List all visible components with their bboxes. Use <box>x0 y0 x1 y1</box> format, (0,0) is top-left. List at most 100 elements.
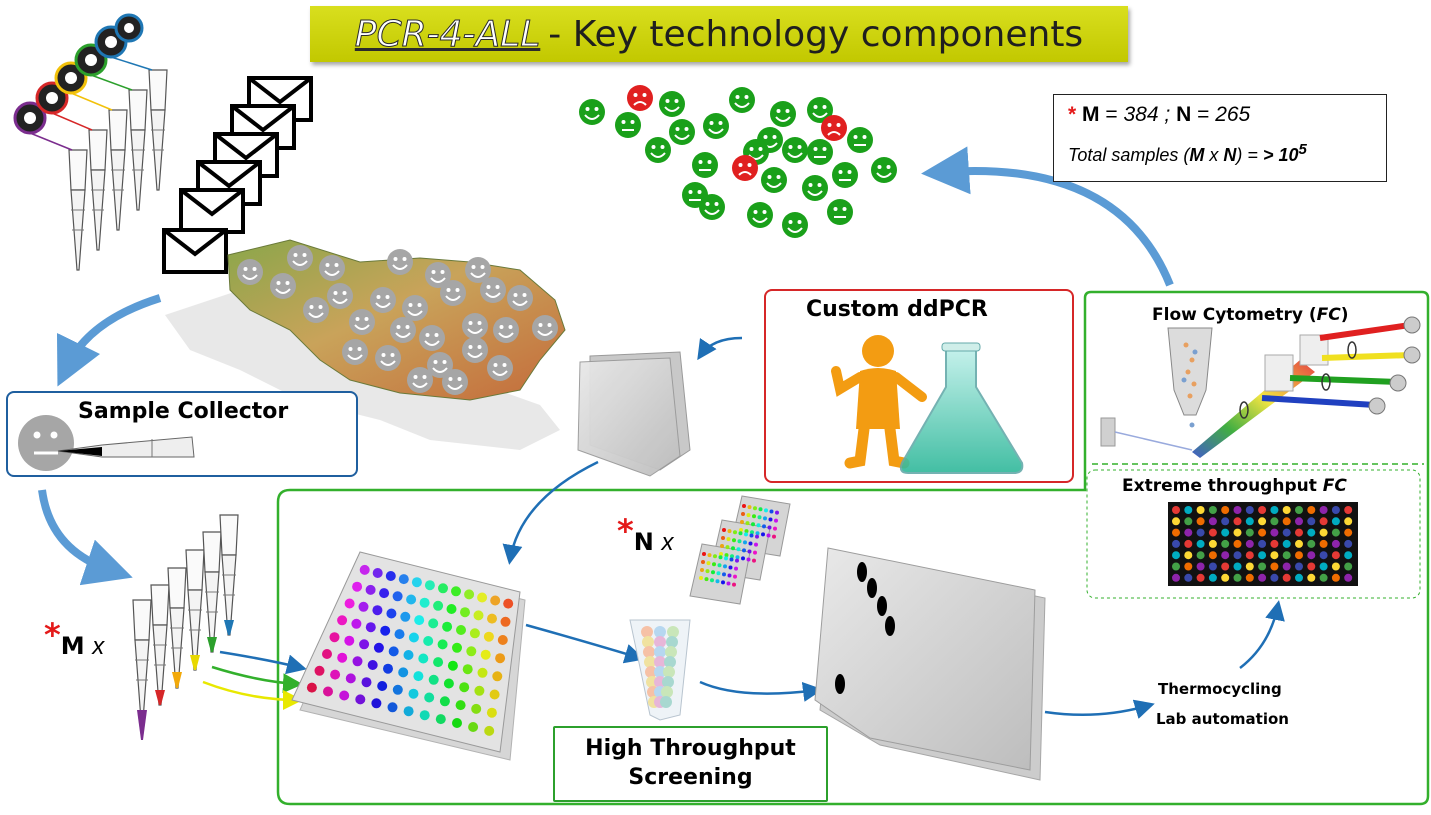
fc-signal-dot <box>1209 563 1217 571</box>
mini-plate-well <box>706 569 710 573</box>
total-prefix: Total samples ( <box>1068 145 1189 165</box>
plate-well <box>429 675 439 685</box>
plate-well <box>386 571 396 581</box>
fc-signal-dot <box>1209 540 1217 548</box>
plate-well <box>474 686 484 696</box>
plate-well <box>404 650 414 660</box>
mini-plate-well <box>720 544 724 548</box>
plate-well <box>393 591 403 601</box>
plate-well <box>495 653 505 663</box>
plate-well <box>353 656 363 666</box>
custom-ddpcr-label: Custom ddPCR <box>806 297 988 322</box>
plate-well <box>420 710 430 720</box>
fc-signal-dot <box>1332 563 1340 571</box>
n-plate-stack <box>690 496 790 604</box>
mini-plate-well <box>730 558 734 562</box>
fc-signal-dot <box>1258 551 1266 559</box>
fc-signal-dot <box>1344 529 1352 537</box>
mini-plate-well <box>707 561 711 565</box>
fc-signal-dot <box>1332 506 1340 514</box>
mini-plate-well <box>748 550 752 554</box>
sample-count-formula: * M = 384 ; N = 265 Total samples (M x N… <box>1053 94 1387 182</box>
plate-well <box>448 661 458 671</box>
fc-signal-dot <box>1332 517 1340 525</box>
fc-signal-dot <box>1283 517 1291 525</box>
mini-plate-well <box>747 558 751 562</box>
plate-well <box>463 664 473 674</box>
mini-plate-well <box>769 518 773 522</box>
fc-signal-dot <box>1332 529 1340 537</box>
fc-signal-dot <box>1209 574 1217 582</box>
flow-close-paren: ) <box>1341 305 1349 325</box>
mini-plate-well <box>701 560 705 564</box>
mini-plate-well <box>763 516 767 520</box>
fc-signal-dot <box>1270 506 1278 514</box>
mini-plate-well <box>728 529 732 533</box>
fc-signal-dot <box>1320 517 1328 525</box>
tested-population <box>579 85 897 238</box>
mini-plate-well <box>719 555 723 559</box>
mini-plate-well <box>773 527 777 531</box>
plate-well <box>477 593 487 603</box>
plate-well <box>470 628 480 638</box>
mini-plate-well <box>774 519 778 523</box>
thermocycling-label: Thermocycling <box>1158 680 1282 698</box>
plate-well <box>395 629 405 639</box>
plate-well <box>460 607 470 617</box>
plate-well <box>466 646 476 656</box>
fc-signal-dot <box>1197 529 1205 537</box>
arrow-plate-to-beads <box>526 625 640 658</box>
sample-collector-box: Sample Collector <box>6 391 358 477</box>
mini-plate-well <box>729 566 733 570</box>
mini-plate-well <box>770 510 774 514</box>
fc-signal-dot <box>1184 517 1192 525</box>
fc-signal-dot <box>1270 563 1278 571</box>
mini-plate-well <box>753 551 757 555</box>
fc-signal-dot <box>1172 540 1180 548</box>
plate-well <box>498 635 508 645</box>
plate-well <box>360 565 370 575</box>
ddpcr-plate-stack <box>578 352 690 476</box>
fc-signal-dot <box>1270 574 1278 582</box>
plate-well <box>487 708 497 718</box>
fc-signal-dot <box>1283 506 1291 514</box>
fc-signal-dot <box>1209 551 1217 559</box>
m-x: x <box>92 633 104 660</box>
mini-plate-well <box>727 582 731 586</box>
plate-well <box>352 582 362 592</box>
plate-well <box>368 660 378 670</box>
plate-well <box>379 588 389 598</box>
mini-plate-well <box>710 578 714 582</box>
mini-plate-well <box>734 567 738 571</box>
mini-plate-well <box>716 579 720 583</box>
mini-plate-well <box>762 524 766 528</box>
fc-signal-dot <box>1246 574 1254 582</box>
fc-signal-dot <box>1172 529 1180 537</box>
plate-well <box>337 615 347 625</box>
mini-plate-well <box>702 552 706 556</box>
plate-well <box>404 706 414 716</box>
fc-signal-dot <box>1258 517 1266 525</box>
plate-well <box>322 649 332 659</box>
mini-plate-well <box>718 563 722 567</box>
fc-signal-dot <box>1258 529 1266 537</box>
extreme-fc-abbrev: FC <box>1323 476 1347 496</box>
plate-well <box>371 698 381 708</box>
coded-pipette-tips <box>15 15 167 270</box>
arrow-tips-yellow <box>203 682 298 700</box>
mini-plate-well <box>713 554 717 558</box>
fc-signal-dot <box>1234 574 1242 582</box>
plate-well <box>413 671 423 681</box>
fc-signal-dot <box>1234 529 1242 537</box>
total-value-exponent: 5 <box>1299 141 1307 158</box>
formula-m-label: M <box>1082 103 1100 126</box>
hts-line1: High Throughput <box>555 736 826 761</box>
plate-well <box>366 585 376 595</box>
flow-cytometry-illustration <box>1101 317 1420 458</box>
plate-well <box>438 639 448 649</box>
fc-signal-dot <box>1221 506 1229 514</box>
mini-plate-well <box>772 535 776 539</box>
fc-signal-dot <box>1197 517 1205 525</box>
colorful-96-well-plate <box>292 552 525 760</box>
